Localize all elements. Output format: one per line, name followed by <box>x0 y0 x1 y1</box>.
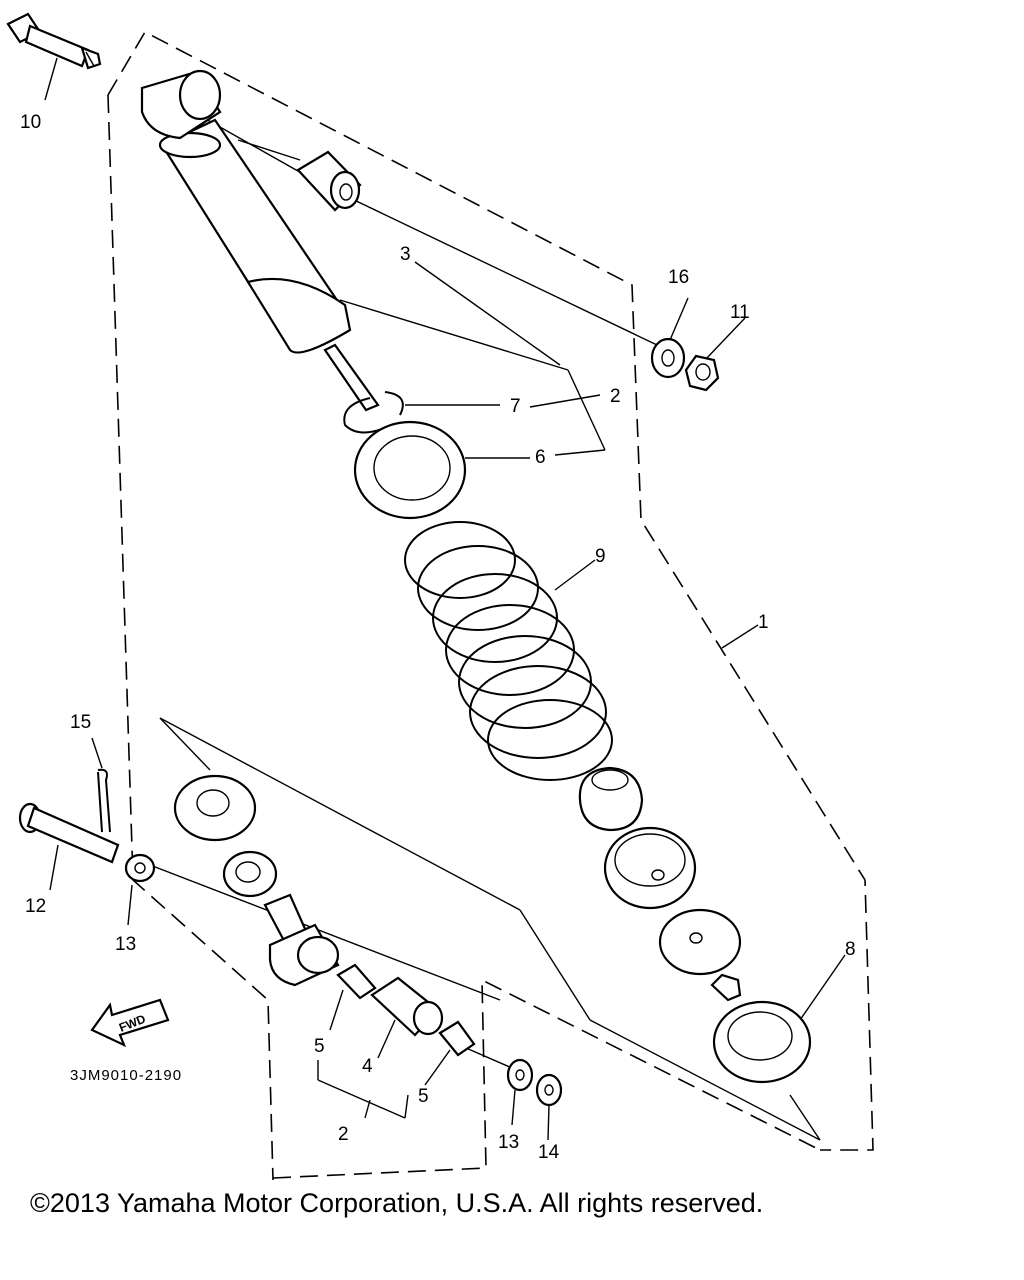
spring-seat-lower-part-8 <box>712 1000 812 1084</box>
callout-5-right: 5 <box>418 1086 429 1107</box>
assembly-outline-upper <box>107 30 874 1151</box>
shock-absorber-body <box>140 69 380 412</box>
callout-6: 6 <box>535 447 546 468</box>
assembly-outline-lower <box>272 978 821 1179</box>
washer-part-14 <box>535 1073 563 1107</box>
bolt-upper-part-10 <box>6 12 102 70</box>
washer-part-13-lower <box>506 1058 534 1092</box>
callout-11: 11 <box>730 302 750 323</box>
bushing-upper-part-3 <box>296 150 362 212</box>
washer-part-13-left <box>124 853 156 883</box>
cotter-pin-part-15 <box>97 768 111 833</box>
callout-15: 15 <box>70 712 91 733</box>
small-retainer <box>710 973 742 1002</box>
leader-lines <box>44 57 846 1141</box>
washer-part-16 <box>650 337 686 379</box>
fwd-arrow-icon: FWD <box>90 998 170 1048</box>
assembly-outline-left <box>107 94 274 1180</box>
callout-14: 14 <box>538 1142 560 1163</box>
bump-stop-rubber <box>578 766 644 832</box>
callout-16: 16 <box>668 267 689 288</box>
callout-2-lower: 2 <box>338 1124 349 1145</box>
bolt-lower-part-12 <box>18 802 120 864</box>
callout-7: 7 <box>510 396 521 417</box>
callout-1: 1 <box>758 612 769 633</box>
lower-clevis <box>263 893 340 987</box>
callout-8: 8 <box>845 939 856 960</box>
callout-3: 3 <box>400 244 411 265</box>
callout-5-left: 5 <box>314 1036 325 1057</box>
callout-13-lower: 13 <box>498 1132 519 1153</box>
nut-part-11 <box>684 354 720 392</box>
rear-shock-exploded-diagram: FWD 3JM9010-2190 10 3 16 11 2 7 6 9 1 15… <box>6 12 874 1180</box>
spring-part-9 <box>404 521 613 781</box>
callout-2-upper: 2 <box>610 386 621 407</box>
callout-9: 9 <box>595 546 606 567</box>
callout-4: 4 <box>362 1056 373 1077</box>
lower-seal-rings <box>173 774 278 898</box>
spring-seat-part-6 <box>353 420 467 520</box>
callout-13-left: 13 <box>115 934 136 955</box>
bushing-lower-part-4 <box>370 976 444 1037</box>
callout-12: 12 <box>25 896 46 917</box>
circlip-part-7 <box>343 391 404 434</box>
diagram-part-code: 3JM9010-2190 <box>70 1067 182 1084</box>
collar-part-5-left <box>336 963 377 1000</box>
bump-stop-cup <box>603 826 697 910</box>
copyright-notice: ©2013 Yamaha Motor Corporation, U.S.A. A… <box>30 1188 764 1218</box>
collar-part-5-right <box>438 1020 476 1057</box>
callout-10: 10 <box>20 112 41 133</box>
lower-plate <box>658 908 742 976</box>
